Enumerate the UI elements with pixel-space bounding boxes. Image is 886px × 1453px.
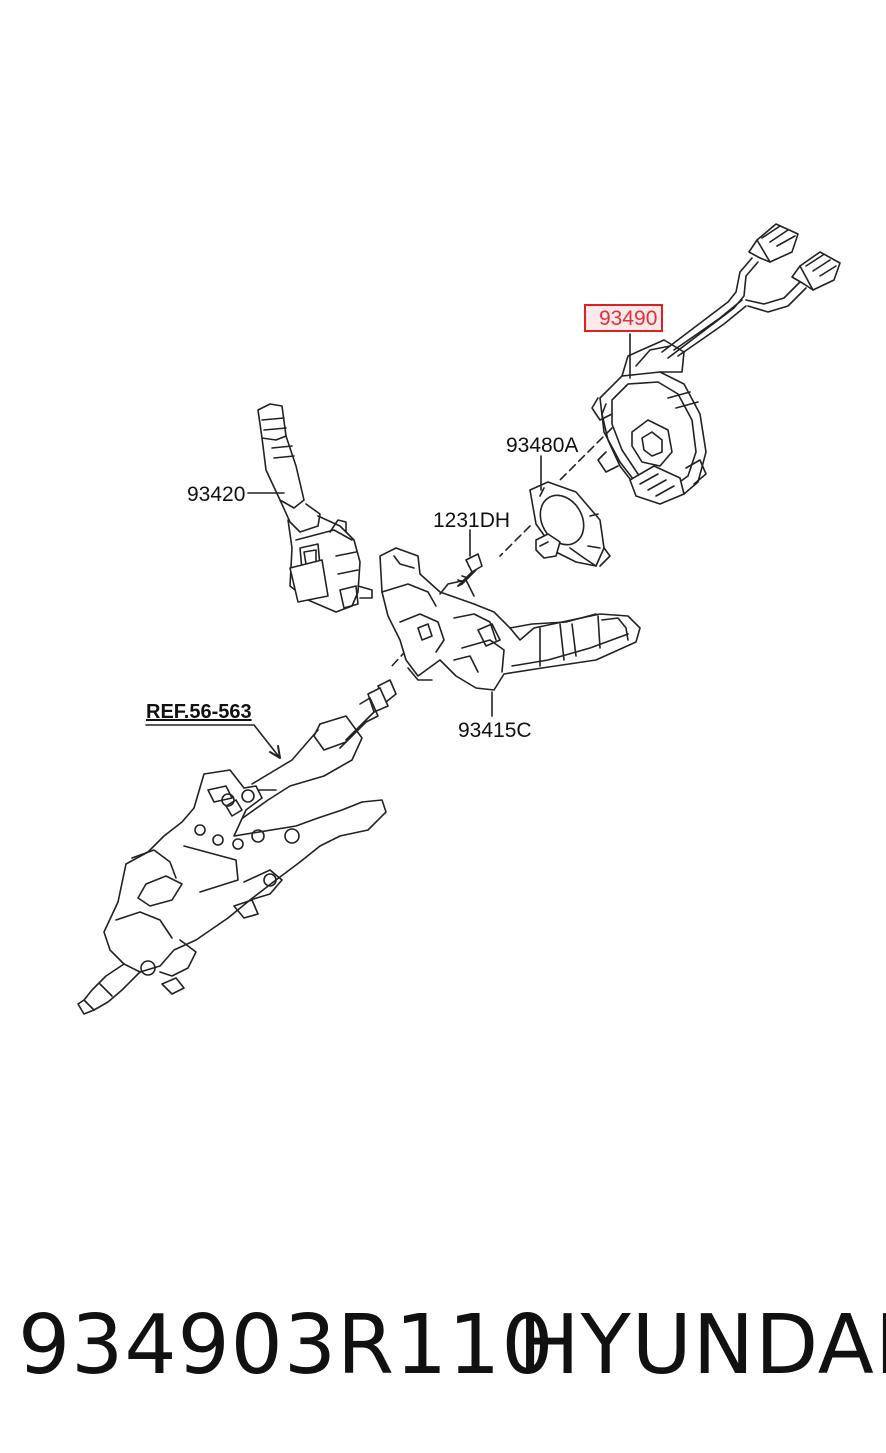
ref-leader (145, 724, 281, 759)
screw-1231dh (457, 553, 483, 587)
callout-93490: 93490 (584, 304, 664, 332)
callout-ref-56-563: REF.56-563 (146, 701, 252, 723)
callout-93480a: 93480A (506, 434, 579, 457)
steering-column (77, 679, 397, 1015)
switch-body-93415c (379, 547, 641, 691)
part-caption: 934903R110 HYUNDAI (18, 1298, 886, 1398)
callout-1231dh: 1231DH (433, 509, 511, 532)
callout-93415c: 93415C (458, 719, 532, 742)
harness-connector-upper (748, 223, 799, 263)
steering-angle-sensor-93480a (529, 481, 611, 567)
clock-spring-93490 (591, 223, 841, 505)
harness-connector-lower (791, 251, 841, 291)
brand-name: HYUNDAI (518, 1298, 886, 1393)
callout-93420: 93420 (187, 483, 246, 506)
multifunction-switch-93420 (257, 403, 373, 613)
part-number: 934903R110 (18, 1298, 555, 1393)
